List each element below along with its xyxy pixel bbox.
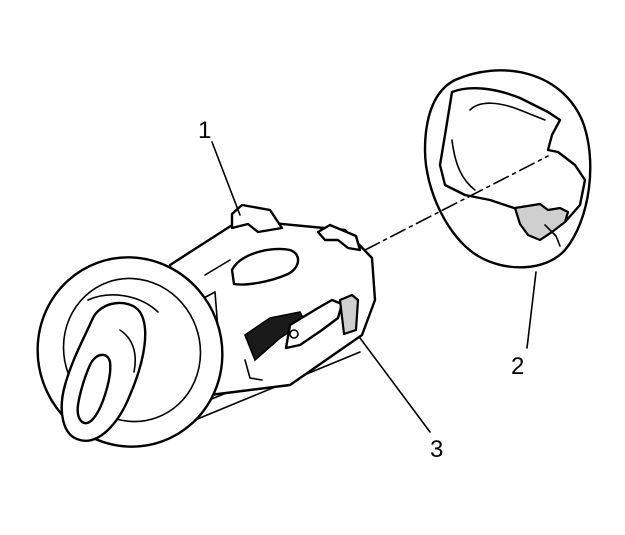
callout-1-leader [211, 141, 241, 216]
callout-label-1: 1 [198, 117, 211, 144]
callout-3-leader [359, 337, 431, 433]
callout-2-leader [526, 271, 537, 349]
callout-label-2: 2 [511, 353, 524, 380]
alignment-axis-line [364, 155, 549, 251]
callout-label-3: 3 [430, 436, 443, 463]
lock-retainer-ring [423, 69, 592, 269]
ignition-key-head [60, 301, 147, 442]
